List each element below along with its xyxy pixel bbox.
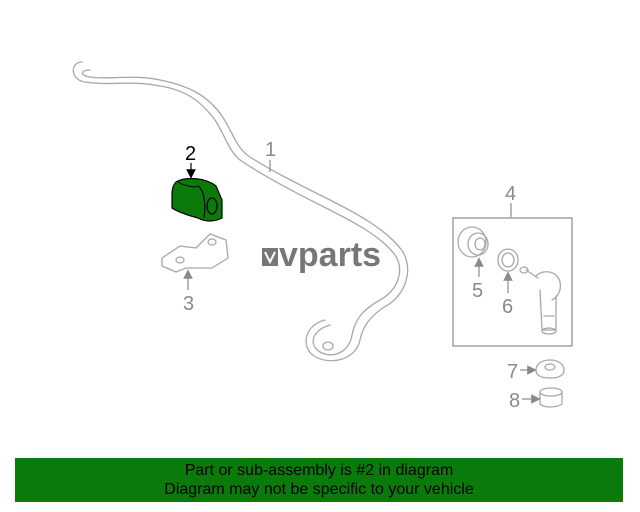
bushing-highlighted[interactable] (171, 177, 223, 222)
mounting-bracket (161, 233, 229, 273)
callout-2: 2 (185, 143, 196, 165)
info-banner: Part or sub-assembly is #2 in diagram Di… (15, 458, 623, 502)
banner-line-2: Diagram may not be specific to your vehi… (164, 481, 474, 498)
stabilizer-bar (72, 61, 409, 362)
collar (539, 387, 563, 408)
callout-1: 1 (265, 139, 276, 161)
logo-text: vparts (279, 236, 381, 274)
stabilizer-link (519, 266, 562, 335)
vparts-logo: vparts (262, 236, 381, 274)
link-bushing (457, 226, 489, 258)
nut (535, 359, 565, 379)
banner-line-1: Part or sub-assembly is #2 in diagram (184, 462, 454, 479)
callout-5: 5 (472, 280, 483, 302)
callout-4: 4 (505, 183, 516, 205)
callout-8: 8 (509, 390, 520, 412)
link-assembly-box (452, 217, 573, 347)
callout-6: 6 (502, 296, 513, 318)
washer (497, 248, 519, 272)
callout-7: 7 (507, 361, 518, 383)
callout-3: 3 (183, 293, 194, 315)
